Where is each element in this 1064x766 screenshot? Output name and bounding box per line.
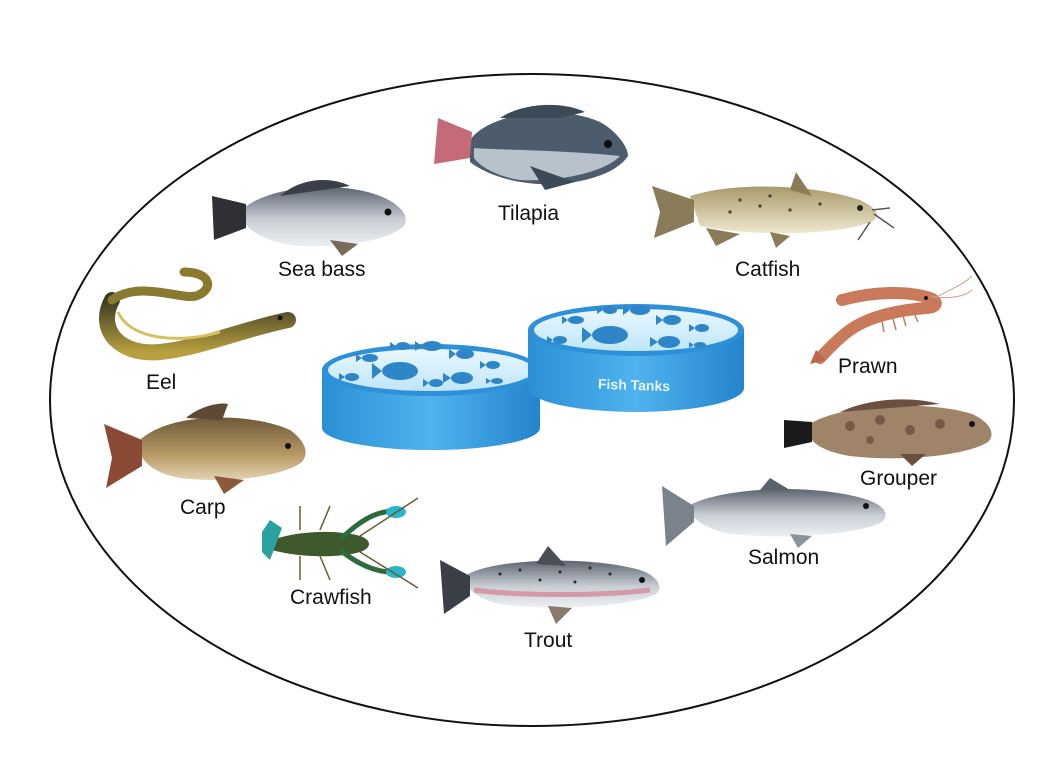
- eel-label: Eel: [146, 371, 176, 394]
- prawn-icon: [810, 275, 973, 364]
- sea-bass-label: Sea bass: [278, 258, 366, 281]
- right-tank-fish-icon: [547, 305, 709, 348]
- tank-label: Fish Tanks: [598, 376, 671, 395]
- outer-ellipse: [49, 73, 1015, 727]
- salmon-label: Salmon: [748, 546, 819, 569]
- salmon-icon: [662, 478, 886, 548]
- eel-icon: [99, 267, 296, 361]
- left-tank-fish-icon: [339, 341, 503, 387]
- trout-icon: [440, 546, 660, 624]
- carp-icon: [104, 403, 306, 494]
- crawfish-label: Crawfish: [290, 586, 372, 609]
- grouper-label: Grouper: [860, 467, 937, 490]
- crawfish-icon: [262, 497, 419, 589]
- tilapia-label: Tilapia: [498, 202, 559, 225]
- carp-label: Carp: [180, 496, 226, 519]
- trout-label: Trout: [524, 629, 572, 652]
- catfish-label: Catfish: [735, 258, 800, 281]
- catfish-icon: [652, 172, 895, 248]
- grouper-icon: [784, 399, 992, 466]
- left-tank: [322, 341, 540, 450]
- right-tank: Fish Tanks: [528, 304, 744, 412]
- fish-tanks: Fish Tanks: [322, 304, 744, 450]
- prawn-label: Prawn: [838, 355, 898, 378]
- tilapia-icon: [434, 104, 628, 190]
- sea-bass-icon: [212, 180, 406, 256]
